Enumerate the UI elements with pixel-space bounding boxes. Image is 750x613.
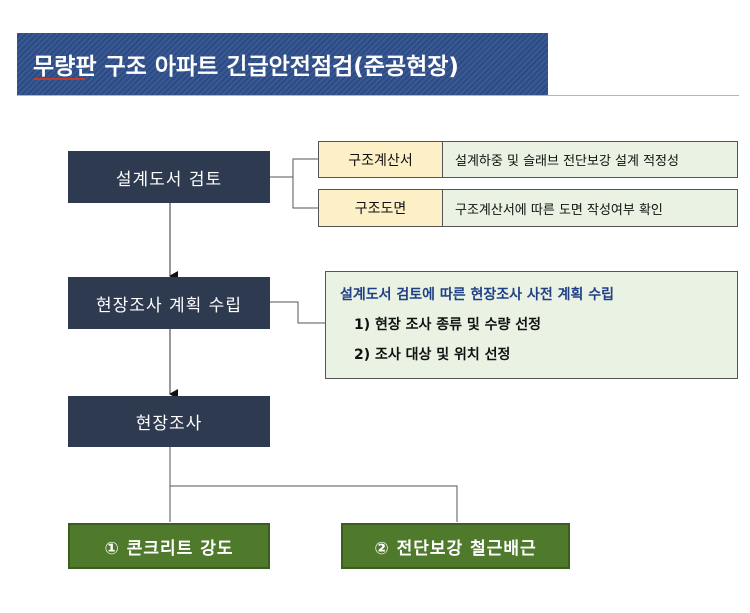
plan-item-1: 1) 현장 조사 종류 및 수량 선정 — [354, 317, 542, 333]
step-survey-plan: 현장조사 계획 수립 — [68, 277, 270, 329]
plan-heading: 설계도서 검토에 따른 현장조사 사전 계획 수립 — [340, 287, 614, 303]
step-survey-plan-label: 현장조사 계획 수립 — [96, 295, 242, 316]
result-shear-reinforcement: ② 전단보강 철근배근 — [341, 523, 570, 569]
result-concrete-strength: ① 콘크리트 강도 — [68, 523, 270, 569]
step-site-survey: 현장조사 — [68, 396, 270, 447]
review-desc-1-label: 설계하중 및 슬래브 전단보강 설계 적정성 — [455, 154, 679, 169]
review-tag-1-label: 구조계산서 — [348, 152, 413, 169]
review-tag-2: 구조도면 — [318, 189, 443, 227]
review-desc-2-label: 구조계산서에 따른 도면 작성여부 확인 — [455, 202, 663, 218]
review-tag-1: 구조계산서 — [318, 141, 443, 178]
result-shear-reinforcement-label: ② 전단보강 철근배근 — [374, 538, 537, 559]
title-rule — [17, 95, 739, 96]
review-tag-2-label: 구조도면 — [354, 201, 407, 217]
review-desc-2: 구조계산서에 따른 도면 작성여부 확인 — [442, 189, 738, 227]
plan-item-2: 2) 조사 대상 및 위치 선정 — [354, 347, 511, 363]
survey-plan-detail-box: 설계도서 검토에 따른 현장조사 사전 계획 수립 1) 현장 조사 종류 및 … — [325, 271, 738, 379]
step-design-review: 설계도서 검토 — [68, 151, 270, 203]
page-title: 무량판 구조 아파트 긴급안전점검(준공현장) — [17, 33, 548, 95]
step-design-review-label: 설계도서 검토 — [115, 169, 223, 190]
review-desc-1: 설계하중 및 슬래브 전단보강 설계 적정성 — [442, 141, 738, 178]
result-concrete-strength-label: ① 콘크리트 강도 — [104, 538, 234, 559]
bracket-review-items-2 — [292, 177, 318, 209]
branch-survey — [169, 446, 458, 522]
title-spell-underline — [33, 78, 85, 80]
link-plan-box — [270, 301, 326, 324]
page-title-text: 무량판 구조 아파트 긴급안전점검(준공현장) — [33, 54, 459, 80]
step-site-survey-label: 현장조사 — [135, 414, 203, 434]
bracket-review-items — [270, 158, 318, 178]
